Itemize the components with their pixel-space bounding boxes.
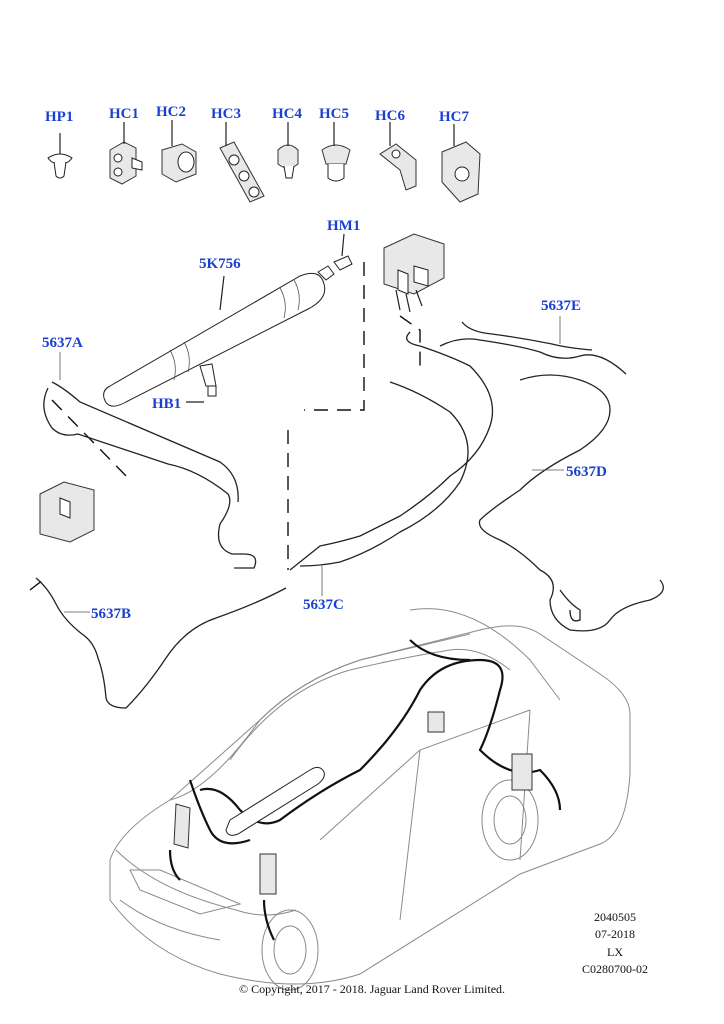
- clip-hc6: [379, 122, 417, 191]
- diagram-ref: C0280700-02: [582, 962, 648, 976]
- valve-block: [383, 233, 445, 313]
- diagram-lx: LX: [607, 945, 623, 959]
- pipe-5637b: [35, 577, 287, 709]
- clip-hc4: [277, 122, 299, 179]
- pipe-5637c: [289, 331, 494, 571]
- clip-hc5: [321, 122, 351, 182]
- label-hp1: HP1: [45, 109, 74, 125]
- label-5k756: 5K756: [199, 256, 241, 272]
- clip-hp1: [47, 133, 73, 179]
- label-5637d: 5637D: [566, 464, 607, 480]
- label-hc6: HC6: [375, 108, 405, 124]
- clip-hc2: [161, 120, 197, 183]
- clip-hc3: [219, 122, 265, 203]
- label-hb1: HB1: [152, 396, 182, 412]
- vehicle-outline: [109, 608, 631, 991]
- label-hc5: HC5: [319, 106, 349, 122]
- valve-block-left: [39, 481, 95, 543]
- pipe-5637a: [43, 387, 257, 569]
- label-hc2: HC2: [156, 104, 186, 120]
- label-hc3: HC3: [211, 106, 241, 122]
- label-5637c: 5637C: [303, 597, 344, 613]
- label-5637e: 5637E: [541, 298, 582, 314]
- label-hc1: HC1: [109, 106, 139, 122]
- pipe-5637e: [439, 338, 627, 375]
- clip-hc7: [441, 124, 481, 203]
- pipe-5637d: [478, 374, 664, 632]
- clip-hc1: [109, 122, 143, 185]
- label-5637a: 5637A: [42, 335, 83, 351]
- label-hc7: HC7: [439, 109, 469, 125]
- label-hc4: HC4: [272, 106, 302, 122]
- label-hm1: HM1: [327, 218, 361, 234]
- copyright-notice: © Copyright, 2017 - 2018. Jaguar Land Ro…: [238, 982, 506, 996]
- vehicle-air-lines: [168, 639, 562, 941]
- air-reservoir: [103, 233, 353, 407]
- label-5637b: 5637B: [91, 606, 132, 622]
- diagram-date: 07-2018: [595, 927, 635, 941]
- diagram-code: 2040505: [594, 910, 636, 924]
